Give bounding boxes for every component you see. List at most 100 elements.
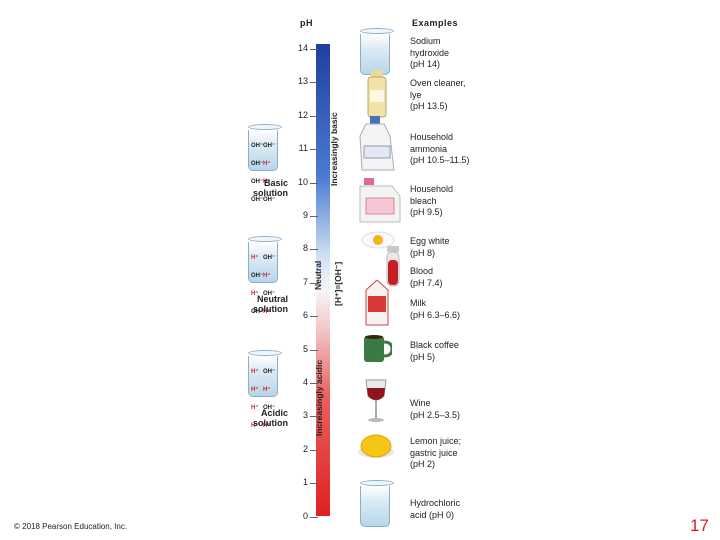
example-label-line: (pH 13.5): [410, 101, 448, 111]
hydroxide-ion: OH⁻: [251, 309, 264, 315]
example-label: Blood(pH 7.4): [410, 266, 500, 289]
ph-tick-label: 4: [302, 377, 308, 387]
example-label: Oven cleaner,lye(pH 13.5): [410, 78, 500, 113]
example-label-line: (pH 6.3–6.6): [410, 309, 461, 320]
hydroxide-ion: OH⁻: [263, 291, 276, 297]
examples-header: Examples: [412, 18, 459, 28]
increasingly-basic-label: Increasingly basic: [329, 112, 339, 186]
blood-tube-icon: [386, 246, 400, 287]
hydroxide-ion: OH⁻: [263, 143, 276, 149]
example-label-line: (pH 7.4): [410, 277, 443, 288]
neutral-label: Neutral: [313, 260, 323, 290]
ph-tick-mark: [310, 149, 318, 151]
ph-tick-mark: [310, 416, 318, 418]
hydrogen-ion: H⁺: [263, 161, 271, 167]
example-label-line: Household: [410, 132, 454, 142]
ph-tick-label: 9: [302, 210, 308, 220]
example-label: Lemon juice;gastric juice(pH 2): [410, 436, 500, 471]
neutral-formula-label: [H⁺]=[OH⁻]: [333, 261, 343, 306]
example-label-line: ammonia: [410, 143, 448, 154]
hydrogen-ion: H⁺: [263, 387, 271, 393]
hydrogen-ion: H⁺: [251, 369, 259, 375]
example-label: Black coffee(pH 5): [410, 340, 500, 363]
egg-icon: [361, 231, 395, 249]
ph-tick-label: 0: [302, 510, 308, 521]
hydrogen-ion: H⁺: [251, 423, 259, 429]
wine-glass-icon: [365, 379, 387, 422]
ph-tick-label: 10: [297, 176, 308, 187]
example-label-line: gastric juice: [410, 447, 458, 458]
neutral-solution-beaker: H⁺OH⁻OH⁻H⁺H⁺OH⁻OH⁻H⁺: [248, 236, 282, 315]
hydroxide-ion: OH⁻: [263, 369, 276, 375]
example-label-line: Oven cleaner,: [410, 78, 466, 88]
hydrogen-ion: H⁺: [251, 291, 259, 297]
copyright-notice: © 2018 Pearson Education, Inc.: [14, 522, 128, 531]
hydroxide-ion: OH⁻: [251, 143, 264, 149]
example-label-line: Household: [410, 184, 454, 194]
example-label-line: (pH 8): [410, 247, 436, 258]
ph-tick-mark: [310, 316, 318, 318]
basic-solution-beaker: OH⁻OH⁻OH⁻H⁺OH⁻H⁺OH⁻OH⁻: [248, 124, 282, 203]
ph-tick-label: 14: [297, 43, 308, 53]
example-label-line: (pH 2): [410, 459, 436, 469]
ph-tick-mark: [310, 349, 318, 351]
hydrogen-ion: H⁺: [263, 423, 271, 429]
ph-tick-mark: [310, 182, 318, 184]
ph-tick-mark: [310, 216, 318, 217]
example-label-line: Milk: [410, 298, 426, 308]
ph-tick-mark: [310, 115, 318, 117]
example-label-line: Egg white: [410, 236, 450, 246]
ph-tick-label: 12: [297, 109, 308, 120]
hydroxide-ion: OH⁻: [251, 179, 264, 185]
example-label-line: (pH 10.5–11.5): [410, 155, 470, 165]
ph-header: pH: [300, 18, 313, 28]
bleach-jug-icon: [359, 178, 401, 223]
hydrogen-ion: H⁺: [263, 273, 271, 279]
example-label-line: Hydrochloric: [410, 498, 461, 508]
ph-tick-label: 13: [297, 76, 308, 87]
hydroxide-ion: OH⁻: [251, 161, 264, 167]
example-label-line: (pH 14): [410, 59, 441, 69]
oven-cleaner-can-icon: [367, 70, 387, 118]
ph-tick-label: 3: [302, 410, 308, 421]
example-label-line: lye: [410, 89, 422, 100]
ph-gradient-bar: [316, 44, 330, 516]
ph-tick-mark: [310, 383, 318, 384]
ph-tick-label: 11: [298, 143, 308, 154]
example-label-line: Sodium: [410, 36, 441, 46]
ph-tick-mark: [310, 249, 318, 251]
hydrochloric-acid-beaker-icon: [360, 480, 394, 527]
ph-tick-mark: [310, 82, 318, 84]
hydrogen-ion: H⁺: [251, 387, 259, 393]
acidic-solution-beaker: H⁺ OH⁻ H⁺ H⁺ H⁺ OH⁻ H⁺ H⁺: [248, 350, 282, 429]
ph-tick-mark: [310, 483, 318, 485]
example-label-line: Lemon juice;: [410, 436, 462, 446]
example-label-line: (pH 5): [410, 351, 436, 362]
example-label: Milk(pH 6.3–6.6): [410, 298, 500, 321]
hydroxide-ion: OH⁻: [251, 273, 264, 279]
example-label-line: bleach: [410, 195, 437, 206]
hydroxide-ion: OH⁻: [263, 405, 276, 411]
example-label: Wine(pH 2.5–3.5): [410, 398, 500, 421]
hydrogen-ion: H⁺: [251, 405, 259, 411]
hydroxide-ion: OH⁻: [263, 197, 276, 203]
hydroxide-ion: OH⁻: [251, 197, 264, 203]
ph-tick-mark: [310, 449, 318, 451]
milk-carton-icon: [365, 280, 389, 326]
ph-tick-mark: [310, 516, 318, 518]
example-label-line: Blood: [410, 266, 434, 276]
hydrogen-ion: H⁺: [263, 309, 271, 315]
hydrogen-ion: H⁺: [251, 255, 259, 261]
increasingly-acidic-label: Increasingly acidic: [314, 359, 324, 436]
example-label-line: acid (pH 0): [410, 509, 455, 520]
example-label: Egg white(pH 8): [410, 236, 500, 259]
ph-tick-label: 8: [302, 243, 308, 254]
ph-tick-mark: [310, 282, 318, 284]
ph-tick-label: 2: [302, 443, 308, 454]
